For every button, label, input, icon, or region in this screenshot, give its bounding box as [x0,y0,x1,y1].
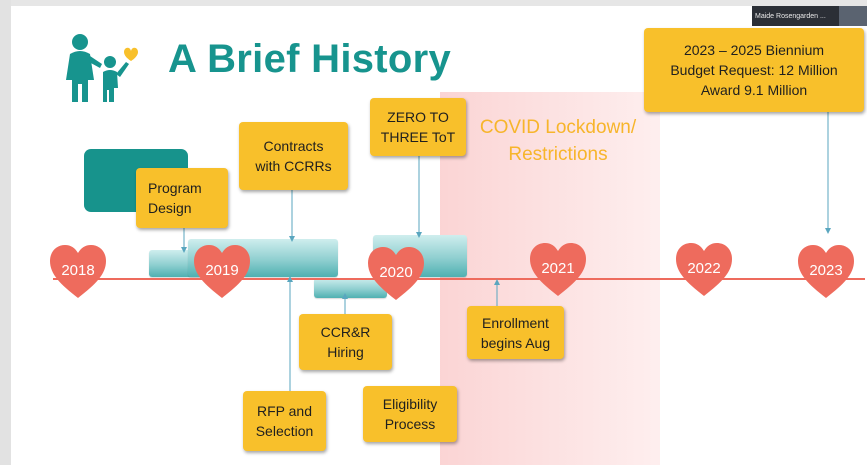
year-label-2021: 2021 [541,260,575,277]
heart-icon [368,247,424,300]
year-marker-2021: 2021 [528,242,588,298]
gantt-bar-ccrr-hiring [314,278,387,298]
covid-label: COVID Lockdown/ Restrictions [479,117,637,165]
presentation-slide: COVID Lockdown/ Restrictions A Brief His… [11,6,867,465]
callout-enrollment: Enrollment begins Aug [467,306,564,359]
heart-icon [50,245,106,298]
parent-child-heart-logo-icon [58,32,144,104]
year-marker-2018: 2018 [48,244,108,300]
year-label-2020: 2020 [379,264,413,281]
slide-title: A Brief History [168,37,452,81]
year-marker-2020: 2020 [366,246,426,302]
callout-zero-to-three: ZERO TO THREE ToT [370,98,466,156]
year-label-2022: 2022 [687,260,721,277]
year-marker-2023: 2023 [796,244,856,300]
callout-biennium: 2023 – 2025 Biennium Budget Request: 12 … [644,28,864,112]
year-label-2023: 2023 [809,262,843,279]
heart-icon [530,243,586,296]
callout-ccrr-hiring: CCR&R Hiring [299,314,392,370]
participant-video-tile[interactable]: Maide Rosengarden ... [752,6,867,26]
callout-eligibility: Eligibility Process [363,386,457,442]
year-label-2018: 2018 [61,262,95,279]
timeline-axis [53,278,865,280]
callout-contracts: Contracts with CCRRs [239,122,348,190]
heart-icon [194,245,250,298]
participant-video-thumbnail [839,6,867,26]
callout-program-design: Program Design [136,168,228,228]
callout-rfp-selection: RFP and Selection [243,391,326,451]
participant-name: Maide Rosengarden ... [755,12,826,20]
window-left-strip [0,0,11,465]
window-top-strip [0,0,867,6]
heart-icon [798,245,854,298]
year-label-2019: 2019 [205,262,239,279]
year-marker-2022: 2022 [674,242,734,298]
year-marker-2019: 2019 [192,244,252,300]
connector-arrows [181,112,831,391]
heart-icon [676,243,732,296]
